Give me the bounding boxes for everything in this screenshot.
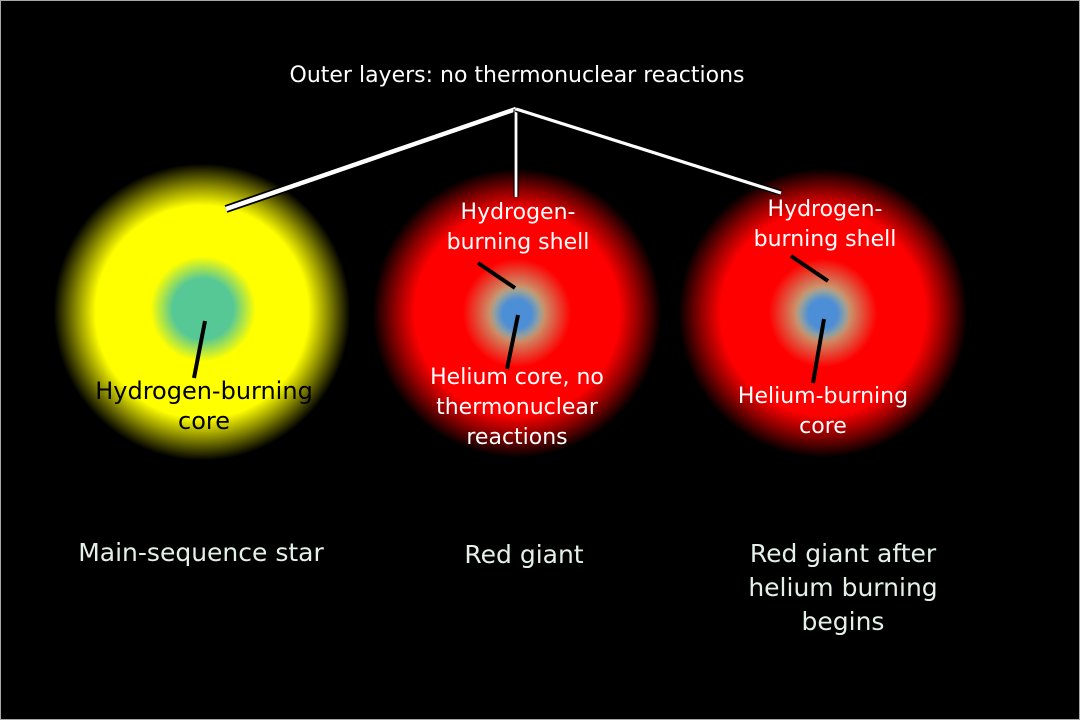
caption-red-giant: Red giant [464,540,584,569]
helium-core-mid [488,285,546,343]
hydrogen-burning-shell-label-right: Hydrogen- burning shell [753,197,897,252]
helium-core-label-mid: Helium core, no thermonuclear reactions [430,365,604,450]
helium-burning-core-label: Helium-burning core [737,384,909,439]
outer-layers-connector-right [515,106,782,196]
helium-burning-core-right [794,285,852,343]
caption-main-sequence-star: Main-sequence star [78,538,324,567]
hydrogen-burning-core [147,253,259,365]
red-giant-body [371,167,663,459]
caption-red-giant-after: Red giant after helium burning begins [748,539,938,636]
main-sequence-star-body [52,162,352,462]
pointer-hydrogen-core-left [192,320,207,379]
red-giant-after-body [677,167,969,459]
pointer-helium-core-mid [505,314,520,370]
pointer-helium-core-right [811,318,826,384]
pointer-shell-mid [476,261,517,290]
outer-layers-label: Outer layers: no thermonuclear reactions [289,63,745,88]
hydrogen-burning-shell-label-mid: Hydrogen- burning shell [446,200,590,255]
hydrogen-burning-shell-right [764,254,882,372]
pointer-shell-right [789,254,830,283]
outer-layers-connector-left [224,105,518,213]
hydrogen-burning-shell-mid [458,254,576,372]
hydrogen-burning-core-label: Hydrogen-burning core [95,377,313,435]
